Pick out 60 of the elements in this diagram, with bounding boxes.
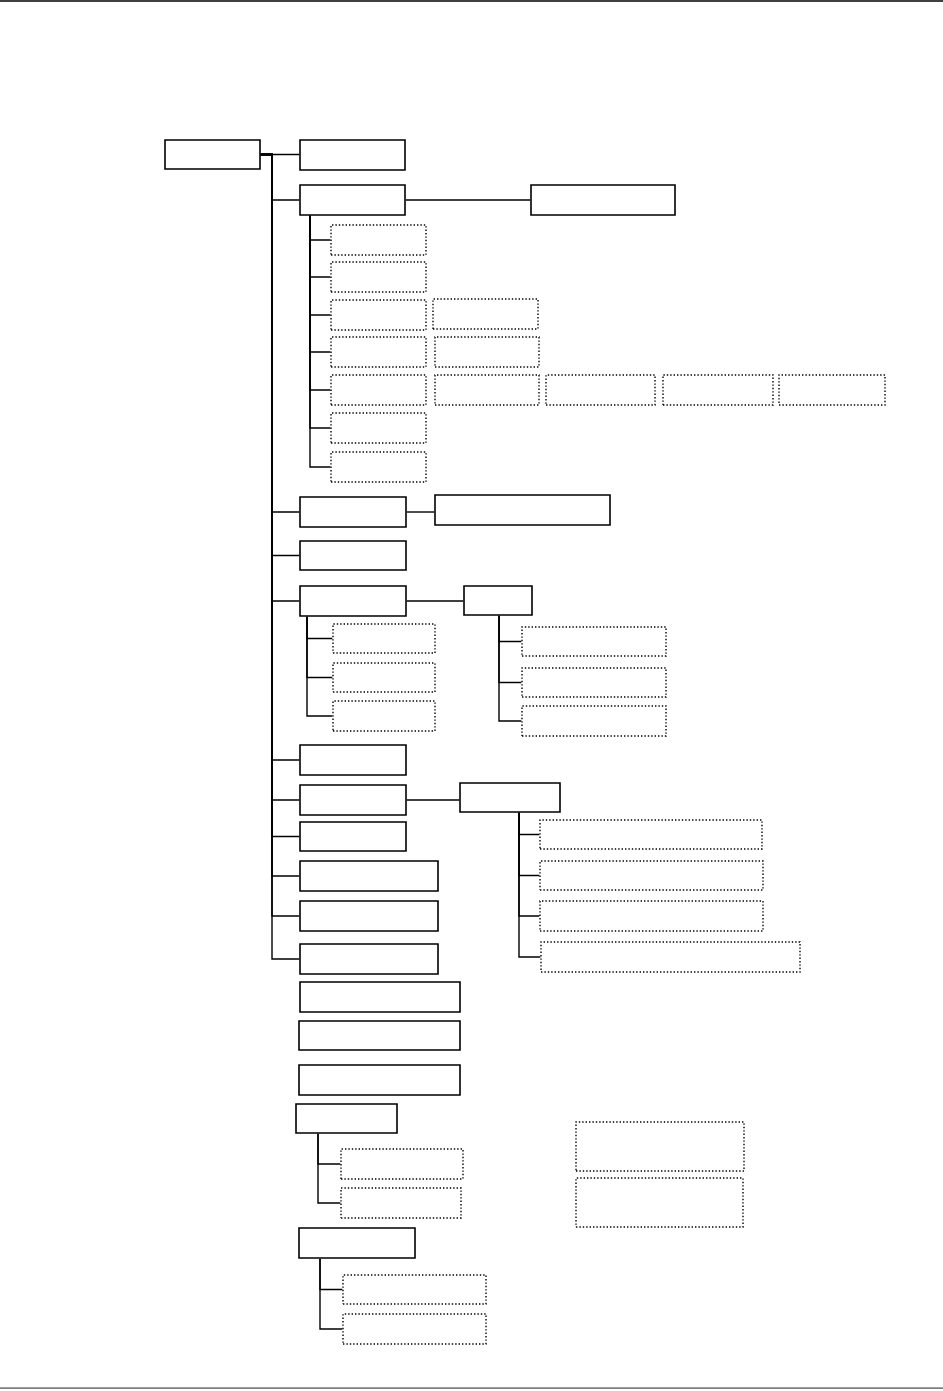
dotted-box <box>330 336 427 368</box>
dotted-box <box>330 451 427 483</box>
dotted-box <box>332 700 436 732</box>
box <box>299 943 439 975</box>
dotted-box <box>539 860 764 891</box>
box <box>164 139 261 170</box>
box <box>298 1064 461 1096</box>
box <box>298 1020 461 1051</box>
box <box>299 496 407 528</box>
box <box>299 744 407 776</box>
box <box>463 585 533 616</box>
dotted-box <box>330 224 427 256</box>
dotted-box <box>575 1177 744 1228</box>
connector-line <box>319 1258 343 1330</box>
dotted-box <box>330 374 427 406</box>
connector-line <box>405 199 531 201</box>
dotted-box <box>330 412 427 444</box>
dotted-box <box>332 662 436 693</box>
dotted-box <box>662 374 774 406</box>
dotted-box <box>539 819 763 850</box>
connector-line <box>306 616 333 717</box>
box <box>530 184 676 216</box>
dotted-box <box>778 374 886 406</box>
connector-line <box>406 799 460 801</box>
dotted-box <box>575 1121 745 1172</box>
dotted-box <box>540 941 801 973</box>
dotted-box <box>342 1274 487 1305</box>
connector-line <box>518 812 541 958</box>
dotted-box <box>340 1148 464 1180</box>
box <box>299 900 439 932</box>
box <box>295 1103 398 1134</box>
dotted-box <box>432 298 539 330</box>
dotted-box <box>539 900 764 932</box>
box <box>299 540 407 571</box>
box <box>299 585 407 617</box>
dotted-box <box>340 1187 462 1219</box>
dotted-box <box>434 336 540 368</box>
box <box>434 494 611 526</box>
box <box>299 139 406 171</box>
connector-line <box>406 511 435 513</box>
dotted-box <box>545 374 656 406</box>
connector-line <box>317 1133 341 1204</box>
box <box>299 821 407 852</box>
connector-line <box>498 615 522 722</box>
dotted-box <box>521 705 667 737</box>
connector-line <box>309 215 331 468</box>
dotted-box <box>330 261 427 293</box>
dotted-box <box>521 667 667 698</box>
connector-line <box>406 600 464 602</box>
box <box>299 981 461 1013</box>
dotted-box <box>330 299 427 331</box>
dotted-box <box>332 623 436 654</box>
dotted-box <box>342 1313 487 1345</box>
box <box>299 784 407 816</box>
box <box>299 860 439 892</box>
box <box>459 782 561 813</box>
dotted-box <box>521 626 667 657</box>
box <box>299 184 406 216</box>
box <box>298 1227 416 1259</box>
dotted-box <box>434 374 540 406</box>
